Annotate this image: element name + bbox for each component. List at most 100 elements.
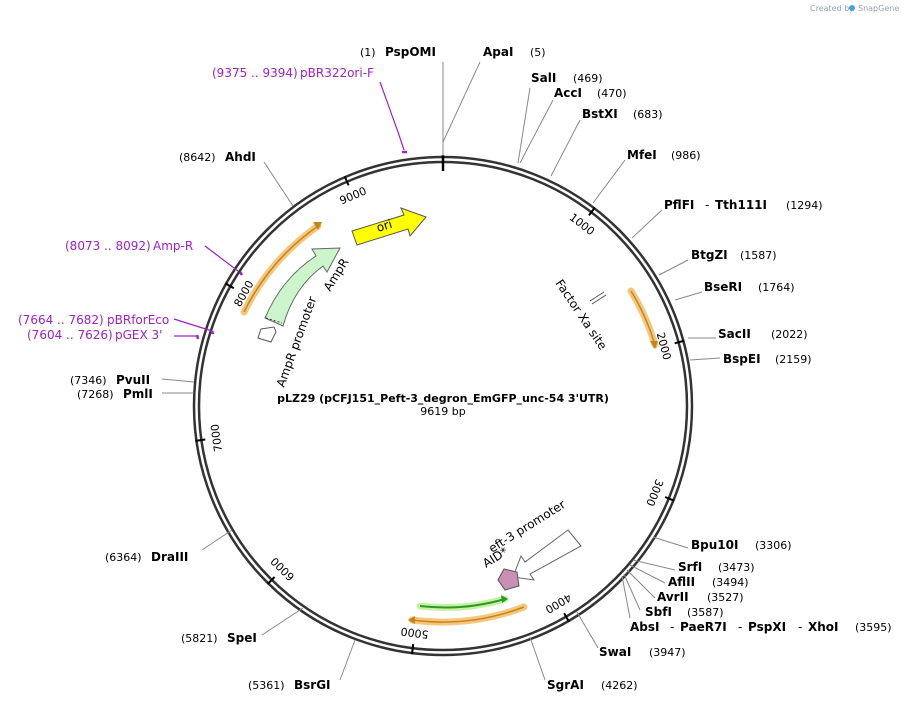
tick-label-3000: 3000 xyxy=(643,477,666,508)
leader-ahdi xyxy=(263,161,294,207)
leader-avrii xyxy=(626,569,656,599)
primer-range-amp-r: (8073 .. 8092) xyxy=(65,239,151,253)
eft3-promoter-arrow[interactable] xyxy=(512,529,582,581)
enzyme-bsrgi[interactable]: BsrGI xyxy=(294,678,331,692)
pos-spei: (5821) xyxy=(181,632,218,645)
ori-label: ori xyxy=(375,217,394,235)
enzyme-sali[interactable]: SalI xyxy=(531,71,556,85)
primer-pgex3[interactable]: pGEX 3' xyxy=(115,328,162,342)
pos-ahdi: (8642) xyxy=(179,151,216,164)
pos-pmli: (7268) xyxy=(77,388,114,401)
tick-label-7000: 7000 xyxy=(208,423,225,453)
mark-pgex3 xyxy=(195,334,200,340)
enzyme-sgrai[interactable]: SgrAI xyxy=(547,678,584,692)
aid-label: AID* xyxy=(480,544,510,570)
leader-draiii xyxy=(201,529,233,551)
enzyme-mfei[interactable]: MfeI xyxy=(627,148,657,162)
ampr-promoter-arrow[interactable] xyxy=(257,326,277,343)
leader-sbfi xyxy=(623,573,641,611)
primer-amp-r[interactable]: Amp-R xyxy=(153,239,193,253)
pos-avrii: (3527) xyxy=(707,591,744,604)
leader-btgzi xyxy=(658,259,689,276)
leader-sali xyxy=(517,87,531,164)
pos-xhoi: (3595) xyxy=(855,621,892,634)
pos-sgrai: (4262) xyxy=(601,679,638,692)
primer-pbrforeco[interactable]: pBRforEco xyxy=(107,313,169,327)
pos-tth111i: (1294) xyxy=(786,199,823,212)
ampr-feature-arrow[interactable] xyxy=(264,247,341,327)
primer-pbr322ori-f[interactable]: pBR322ori-F xyxy=(300,66,374,80)
tick-label-1000: 1000 xyxy=(567,211,597,238)
ori-feature-arrow[interactable] xyxy=(351,207,427,246)
mark-amp-r xyxy=(238,271,244,276)
pos-apai: (5) xyxy=(530,46,546,59)
pos-pvuii: (7346) xyxy=(70,374,107,387)
pos-bspei: (2159) xyxy=(775,353,812,366)
enzyme-swai[interactable]: SwaI xyxy=(599,645,631,659)
enzyme-draiii[interactable]: DraIII xyxy=(151,550,188,564)
enzyme-pspxi[interactable]: PspXI xyxy=(748,620,786,634)
tick-mark-6000 xyxy=(266,576,276,585)
enzyme-paer7i[interactable]: PaeR7I xyxy=(680,620,727,634)
pos-sacii: (2022) xyxy=(771,328,808,341)
enzyme-bpu10i[interactable]: Bpu10I xyxy=(691,538,738,552)
pos-mfei: (986) xyxy=(671,149,701,162)
tick-mark-3000 xyxy=(664,496,675,502)
sep-paer7i: - xyxy=(738,620,742,634)
enzyme-bseri[interactable]: BseRI xyxy=(704,280,742,294)
enzyme-tth111i[interactable]: Tth111I xyxy=(715,198,767,212)
tick-label-9000: 9000 xyxy=(338,184,369,207)
enzyme-avrii[interactable]: AvrII xyxy=(657,590,689,604)
enzyme-btgzi[interactable]: BtgZI xyxy=(691,248,728,262)
enzyme-absi[interactable]: AbsI xyxy=(630,620,659,634)
enzyme-pmli[interactable]: PmlI xyxy=(123,387,153,401)
enzyme-spei[interactable]: SpeI xyxy=(227,631,257,645)
leader-sgrai xyxy=(529,636,546,681)
ori-region-arrow xyxy=(243,225,319,313)
enzyme-ahdi[interactable]: AhdI xyxy=(225,150,256,164)
enzyme-xhoi[interactable]: XhoI xyxy=(808,620,839,634)
leader-swai xyxy=(576,611,599,649)
bottom-arrowhead-icon xyxy=(408,616,415,624)
tick-label-4000: 4000 xyxy=(543,591,574,616)
enzyme-pflfi[interactable]: PflFI xyxy=(664,198,694,212)
enzyme-sbfi[interactable]: SbfI xyxy=(645,605,672,619)
aid-feature-arrow[interactable] xyxy=(497,568,520,591)
leader-xhoi xyxy=(621,575,631,619)
sep-pflfi: - xyxy=(705,198,709,212)
snapgene-logo-icon xyxy=(849,5,855,11)
enzyme-apai[interactable]: ApaI xyxy=(483,45,513,59)
leader-acci xyxy=(519,99,554,164)
enzyme-bstxi[interactable]: BstXI xyxy=(582,107,618,121)
enzyme-bspei[interactable]: BspEI xyxy=(723,352,761,366)
leader-spei xyxy=(261,607,304,636)
enzyme-sacii[interactable]: SacII xyxy=(718,327,751,341)
enzyme-acci[interactable]: AccI xyxy=(554,86,582,100)
pos-sali: (469) xyxy=(573,72,603,85)
pos-pspomi: (1) xyxy=(360,46,376,59)
tick-mark-2000 xyxy=(674,339,685,345)
leader-bsrgi xyxy=(339,639,356,681)
tick-mark-1000 xyxy=(588,206,596,217)
pos-srfi: (3473) xyxy=(718,561,755,574)
enzyme-pvuii[interactable]: PvuII xyxy=(116,373,150,387)
ampr-dotted-line xyxy=(265,317,283,324)
enzyme-aflii[interactable]: AflII xyxy=(668,575,695,589)
primer-range-pgex3: (7604 .. 7626) xyxy=(27,328,113,342)
enzyme-leader-lines xyxy=(161,61,721,681)
tick-mark-5000 xyxy=(411,643,415,655)
primer-labels: (9375 .. 9394) pBR322ori-F (8073 .. 8092… xyxy=(18,66,374,342)
enzyme-srfi[interactable]: SrfI xyxy=(678,560,702,574)
pos-swai: (3947) xyxy=(649,646,686,659)
tick-mark-7000 xyxy=(195,438,206,442)
primer-leader-lines xyxy=(173,81,407,340)
right-arrowhead-icon xyxy=(650,341,658,349)
primer-range-pbr322ori-f: (9375 .. 9394) xyxy=(212,66,298,80)
sep-absi: - xyxy=(670,620,674,634)
enzyme-pspomi[interactable]: PspOMI xyxy=(385,45,436,59)
leader-pbr322ori-f xyxy=(379,81,405,151)
plasmid-length: 9619 bp xyxy=(420,405,465,418)
leader-pvuii xyxy=(161,378,195,383)
primer-range-pbrforeco: (7664 .. 7682) xyxy=(18,313,104,327)
leader-bpu10i xyxy=(652,536,689,549)
